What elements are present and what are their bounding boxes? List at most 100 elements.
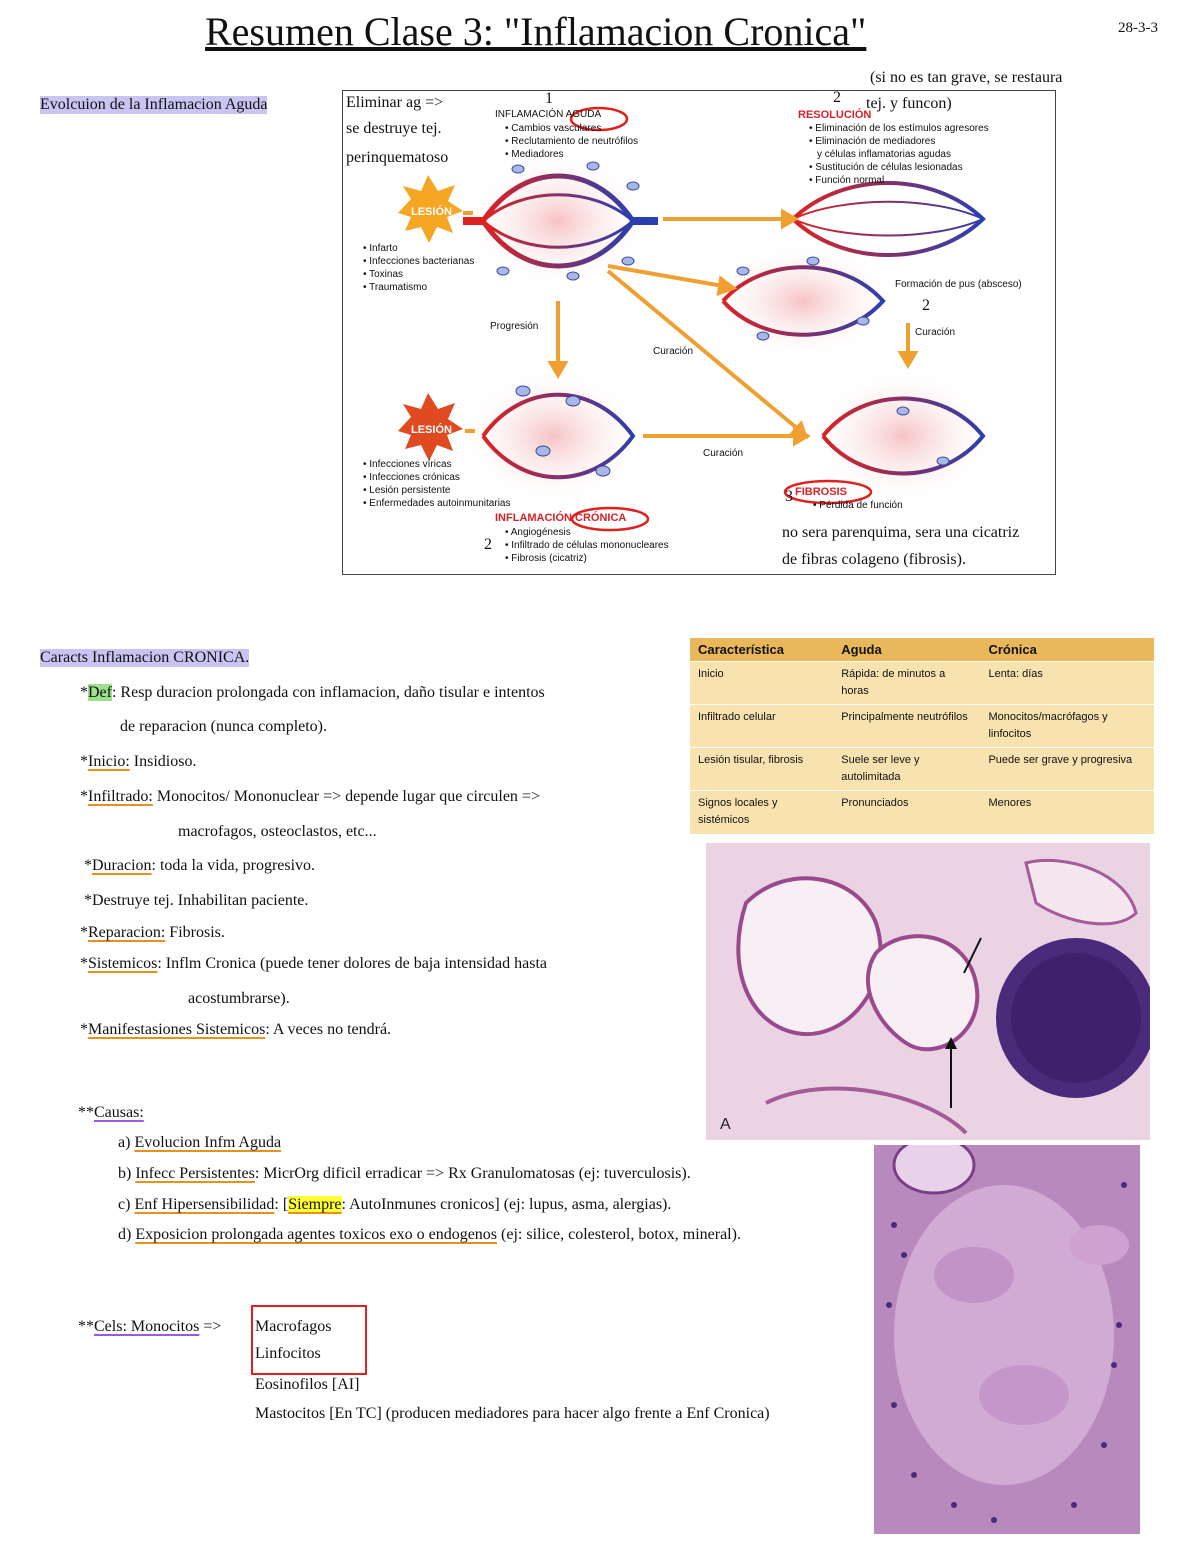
fig-lesion1-item: • Infarto xyxy=(363,243,398,254)
sistemicos-label: Sistemicos xyxy=(88,955,158,972)
table-cell: Menores xyxy=(980,790,1154,833)
fig-resolucion-item: y células inflamatorias agudas xyxy=(817,149,951,160)
cel-item: Mastocitos [En TC] (producen mediadores … xyxy=(255,1405,770,1422)
reparacion-line: *Reparacion: Fibrosis. xyxy=(80,924,225,941)
reparacion-text: Fibrosis. xyxy=(165,924,225,941)
infiltrado-text-2: macrofagos, osteoclastos, etc... xyxy=(178,823,377,840)
causas-label: Causas: xyxy=(94,1104,144,1121)
histology-graphic xyxy=(874,1145,1140,1534)
causa-b: b) Infecc Persistentes: MicrOrg dificil … xyxy=(118,1165,691,1183)
causa-d-label: Exposicion prolongada agentes toxicos ex… xyxy=(135,1226,498,1243)
note-number: 2 xyxy=(484,536,492,553)
table-cell: Monocitos/macrófagos y linfocitos xyxy=(980,704,1154,748)
causa-c-mid: : [ xyxy=(274,1196,289,1213)
note-number: 1 xyxy=(545,90,553,107)
fig-lesion1-item: • Traumatismo xyxy=(363,282,428,293)
causa-prefix: d) xyxy=(118,1226,136,1243)
fig-aguda-title: INFLAMACIÓN AGUDA xyxy=(495,109,602,120)
duracion-label: Duracion xyxy=(92,857,152,874)
causa-prefix: b) xyxy=(118,1165,136,1182)
fig-resolucion-item: • Sustitución de células lesionadas xyxy=(809,162,963,173)
causa-c-highlight: Siempre xyxy=(288,1196,342,1213)
cel-item: Linfocitos xyxy=(255,1345,321,1362)
diagram-graphic xyxy=(398,106,998,532)
fig-aguda-item: • Reclutamiento de neutrófilos xyxy=(505,136,639,147)
fig-cronica-item: • Fibrosis (cicatriz) xyxy=(505,553,587,564)
inflammation-diagram: INFLAMACIÓN AGUDA • Cambios vasculares •… xyxy=(342,90,1056,575)
fig-progresion-label: Progresión xyxy=(490,321,539,332)
fig-resolucion-item: • Eliminación de los estímulos agresores xyxy=(809,123,989,134)
table-cell: Lenta: días xyxy=(980,661,1154,705)
fig-lesion1-item: • Infecciones bacterianas xyxy=(363,256,475,267)
fig-fibrosis-item: • Pérdida de función xyxy=(813,500,903,511)
fig-cronica-item: • Angiogénesis xyxy=(505,527,571,538)
section-heading-caracts: Caracts Inflamacion CRONICA. xyxy=(40,649,250,667)
fig-lesion2-item: • Lesión persistente xyxy=(363,485,451,496)
sistemicos-line: *Sistemicos: Inflm Cronica (puede tener … xyxy=(80,955,547,972)
fig-resolucion-item: • Eliminación de mediadores xyxy=(809,136,936,147)
fig-curacion-label: Curación xyxy=(703,448,744,459)
table-cell: Lesión tisular, fibrosis xyxy=(690,747,834,791)
manif-line: *Manifestasiones Sistemicos: A veces no … xyxy=(80,1021,392,1038)
table-cell: Rápida: de minutos a horas xyxy=(833,661,981,705)
table-cell: Infiltrado celular xyxy=(690,704,834,748)
note-number: 3 xyxy=(785,488,793,505)
def-text-2: de reparacion (nunca completo). xyxy=(120,718,328,735)
causa-prefix: c) xyxy=(118,1196,135,1213)
page-title: Resumen Clase 3: "Inflamacion Cronica" xyxy=(205,9,867,54)
cels-label: Cels: Monocitos xyxy=(94,1318,200,1335)
causas-heading: **Causas: xyxy=(78,1104,144,1121)
manif-label: Manifestasiones Sistemicos xyxy=(88,1021,266,1038)
causa-b-label: Infecc Persistentes xyxy=(135,1165,255,1182)
table-row: Signos locales y sistémicos Pronunciados… xyxy=(690,790,1154,833)
cels-highlight-box xyxy=(251,1305,367,1375)
fig-lesion1-item: • Toxinas xyxy=(363,269,404,280)
table-row: Lesión tisular, fibrosis Suele ser leve … xyxy=(690,747,1154,791)
note-restaura-2: tej. y funcon) xyxy=(866,95,952,112)
causa-a: a) Evolucion Infm Aguda xyxy=(118,1134,281,1152)
reparacion-label: Reparacion: xyxy=(88,924,166,941)
note-eliminar: Eliminar ag => xyxy=(346,94,444,111)
section-heading-evolucion: Evolcuion de la Inflamacion Aguda xyxy=(40,96,268,114)
cels-line: **Cels: Monocitos => xyxy=(78,1318,222,1335)
note-destruye: se destruye tej. xyxy=(346,120,442,137)
causa-b-text: : MicrOrg dificil erradicar => Rx Granul… xyxy=(254,1165,691,1182)
causa-c-text: : AutoInmunes cronicos] (ej: lupus, asma… xyxy=(341,1196,672,1213)
duracion-text: : toda la vida, progresivo. xyxy=(151,857,316,874)
infiltrado-label: Infiltrado: xyxy=(88,788,153,805)
fig-curacion-label: Curación xyxy=(915,327,956,338)
fig-lesion2-item: • Infecciones crónicas xyxy=(363,472,460,483)
histology-image-granuloma xyxy=(874,1145,1140,1534)
fig-aguda-item: • Cambios vasculares xyxy=(505,123,602,134)
fig-curacion-label: Curación xyxy=(653,346,694,357)
table-header: Característica xyxy=(690,638,834,662)
note-restaura: (si no es tan grave, se restaura xyxy=(870,69,1063,86)
cels-arrow: => xyxy=(199,1318,222,1335)
fig-aguda-item: • Mediadores xyxy=(505,149,564,160)
fig-fibrosis-title: FIBROSIS xyxy=(795,486,847,498)
comparison-table: Característica Aguda Crónica Inicio Rápi… xyxy=(690,638,1154,834)
histology-image-lung: A xyxy=(706,843,1150,1140)
fig-resolucion-title: RESOLUCIÓN xyxy=(798,109,872,121)
table-cell: Inicio xyxy=(690,661,834,705)
def-label: Def xyxy=(88,684,112,701)
inicio-line: *Inicio: Insidioso. xyxy=(80,753,197,770)
table-cell: Signos locales y sistémicos xyxy=(690,790,834,833)
sistemicos-text: : Inflm Cronica (puede tener dolores de … xyxy=(157,955,547,972)
note-colageno: de fibras colageno (fibrosis). xyxy=(782,551,966,568)
table-cell: Puede ser grave y progresiva xyxy=(980,747,1154,791)
table-cell: Principalmente neutrófilos xyxy=(833,704,981,748)
fig-cronica-title: INFLAMACIÓN CRÓNICA xyxy=(495,512,627,524)
note-perinquematoso: perinquematoso xyxy=(346,149,449,166)
table-header: Aguda xyxy=(833,638,981,662)
fig-lesion2-item: • Infecciones víricas xyxy=(363,459,452,470)
duracion-line: *Duracion: toda la vida, progresivo. xyxy=(84,857,316,874)
fig-cronica-item: • Infiltrado de células mononucleares xyxy=(505,540,669,551)
fig-lesion-label: LESIÓN xyxy=(411,424,452,436)
cel-item: Macrofagos xyxy=(255,1318,332,1335)
table-row: Infiltrado celular Principalmente neutró… xyxy=(690,704,1154,748)
fig-lesion2-item: • Enfermedades autoinmunitarias xyxy=(363,498,511,509)
causa-d: d) Exposicion prolongada agentes toxicos… xyxy=(118,1226,741,1244)
table-cell: Suele ser leve y autolimitada xyxy=(833,747,981,791)
note-parenquima: no sera parenquima, sera una cicatriz xyxy=(782,524,1020,541)
